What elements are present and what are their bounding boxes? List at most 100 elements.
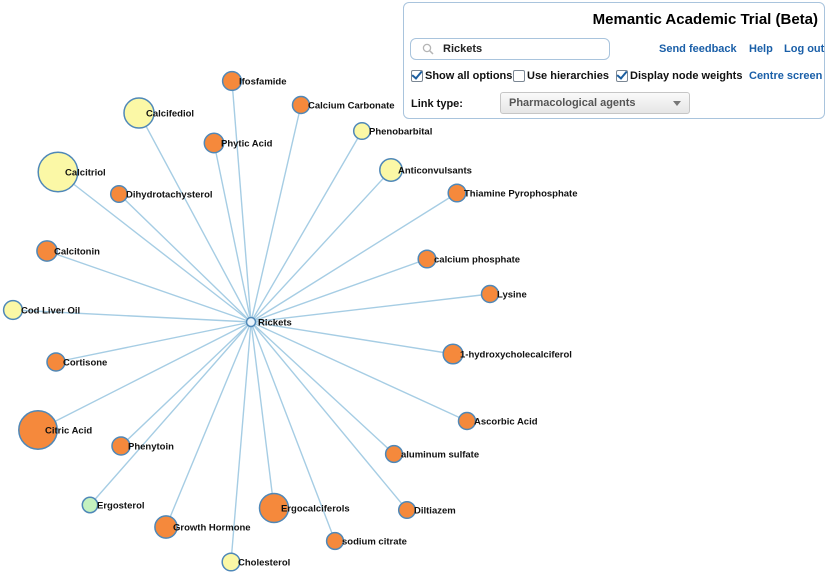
node-cod-liver-oil[interactable]: Cod Liver Oil [2,299,81,321]
display-node-weights-checkbox[interactable] [616,70,628,82]
edge-phytic-acid [213,142,252,323]
node-sodium-citrate[interactable]: sodium citrate [325,531,407,551]
edge-ifosfamide [231,80,252,323]
search-input[interactable] [443,41,593,57]
chevron-down-icon [673,101,681,106]
node-circle[interactable] [325,531,345,551]
center-node-label: Rickets [258,318,292,329]
node-circle[interactable] [18,410,58,450]
edge-calcitriol [57,171,252,323]
node-phenytoin[interactable]: Phenytoin [111,436,174,456]
node-calcitonin[interactable]: Calcitonin [36,240,100,262]
node-label: Cortisone [63,358,107,369]
node-circle[interactable] [81,496,99,514]
node-cortisone[interactable]: Cortisone [46,352,107,372]
edge-lysine [250,293,491,323]
node-label: 1-hydroxycholecalciferol [460,350,572,361]
use-hierarchies-toggle[interactable]: Use hierarchies [513,69,609,83]
node-ascorbic-acid[interactable]: Ascorbic Acid [457,411,538,431]
node-circle[interactable] [221,552,241,572]
show-all-options-checkbox[interactable] [411,70,423,82]
node-circle[interactable] [291,95,311,115]
edge-thiamine-pyrophosphate [250,192,458,323]
link-type-select[interactable]: Pharmacological agents [500,92,690,114]
node-label: Ifosfamide [239,77,287,88]
node-circle[interactable] [203,132,225,154]
node-citric-acid[interactable]: Citric Acid [18,410,93,450]
node-circle[interactable] [2,299,24,321]
node-label: Phenytoin [128,442,174,453]
edge-cortisone [55,321,252,363]
edge-sodium-citrate [250,321,336,542]
node-label: Calcitonin [54,247,100,258]
node-thiamine-pyrophosphate[interactable]: Thiamine Pyrophosphate [447,183,578,203]
node-circle[interactable] [417,249,437,269]
node-circle[interactable] [36,240,58,262]
node-circle[interactable] [352,121,372,141]
edge-aluminum-sulfate [250,321,395,455]
node-calcifediol[interactable]: Calcifediol [123,97,194,129]
node-circle[interactable] [442,343,464,365]
edge-growth-hormone [165,321,252,528]
control-panel: Memantic Academic Trial (Beta) Send feed… [403,2,825,119]
node-lysine[interactable]: Lysine [480,284,527,304]
node-calcitriol[interactable]: Calcitriol [37,151,106,193]
node-calcium-carbonate[interactable]: Calcium Carbonate [291,95,395,115]
node-calcium-phosphate[interactable]: calcium phosphate [417,249,520,269]
node-circle[interactable] [123,97,155,129]
node-ergocalciferols[interactable]: Ergocalciferols [258,492,350,524]
node-cholesterol[interactable]: Cholesterol [221,552,290,572]
center-node[interactable]: Rickets [245,316,292,329]
node-circle[interactable] [457,411,477,431]
node-label: Ergocalciferols [281,504,350,515]
node-anticonvulsants[interactable]: Anticonvulsants [379,158,472,182]
log-out-link[interactable]: Log out [784,43,825,55]
node-circle[interactable] [397,500,417,520]
edge-phenytoin [120,321,252,447]
node-label: Ergosterol [97,501,145,512]
node-circle[interactable] [480,284,500,304]
node-label: Citric Acid [45,426,92,437]
node-circle[interactable] [109,184,129,204]
node-circle[interactable] [221,70,243,92]
center-node-circle[interactable] [245,316,257,328]
centre-screen-link[interactable]: Centre screen [749,70,823,82]
edge-1-hydroxycholecalciferol [250,321,454,355]
node-aluminum-sulfate[interactable]: aluminum sulfate [384,444,480,464]
node-label: Calcium Carbonate [308,101,395,112]
node-ifosfamide[interactable]: Ifosfamide [221,70,287,92]
node-growth-hormone[interactable]: Growth Hormone [154,515,251,539]
node-label: Calcitriol [65,168,106,179]
node-label: Cod Liver Oil [21,306,80,317]
node-circle[interactable] [384,444,404,464]
node-circle[interactable] [37,151,79,193]
node-label: Growth Hormone [173,523,251,534]
edge-citric-acid [37,321,252,431]
app-title: Memantic Academic Trial (Beta) [592,11,818,28]
node-label: Thiamine Pyrophosphate [464,189,578,200]
node-dihydrotachysterol[interactable]: Dihydrotachysterol [109,184,213,204]
node-circle[interactable] [111,436,131,456]
node-phytic-acid[interactable]: Phytic Acid [203,132,273,154]
display-node-weights-toggle[interactable]: Display node weights [616,69,742,83]
edge-cod-liver-oil [12,309,252,323]
show-all-options-toggle[interactable]: Show all options [411,69,512,83]
node-circle[interactable] [379,158,403,182]
node-diltiazem[interactable]: Diltiazem [397,500,456,520]
help-link[interactable]: Help [749,43,773,55]
edge-ascorbic-acid [250,321,468,422]
use-hierarchies-checkbox[interactable] [513,70,525,82]
node-label: Lysine [497,290,527,301]
node-phenobarbital[interactable]: Phenobarbital [352,121,433,141]
node-1-hydroxycholecalciferol[interactable]: 1-hydroxycholecalciferol [442,343,572,365]
edge-dihydrotachysterol [118,193,252,323]
node-circle[interactable] [258,492,290,524]
search-box[interactable] [410,38,610,60]
node-circle[interactable] [447,183,467,203]
send-feedback-link[interactable]: Send feedback [659,43,737,55]
node-circle[interactable] [46,352,66,372]
node-ergosterol[interactable]: Ergosterol [81,496,145,514]
node-circle[interactable] [154,515,178,539]
